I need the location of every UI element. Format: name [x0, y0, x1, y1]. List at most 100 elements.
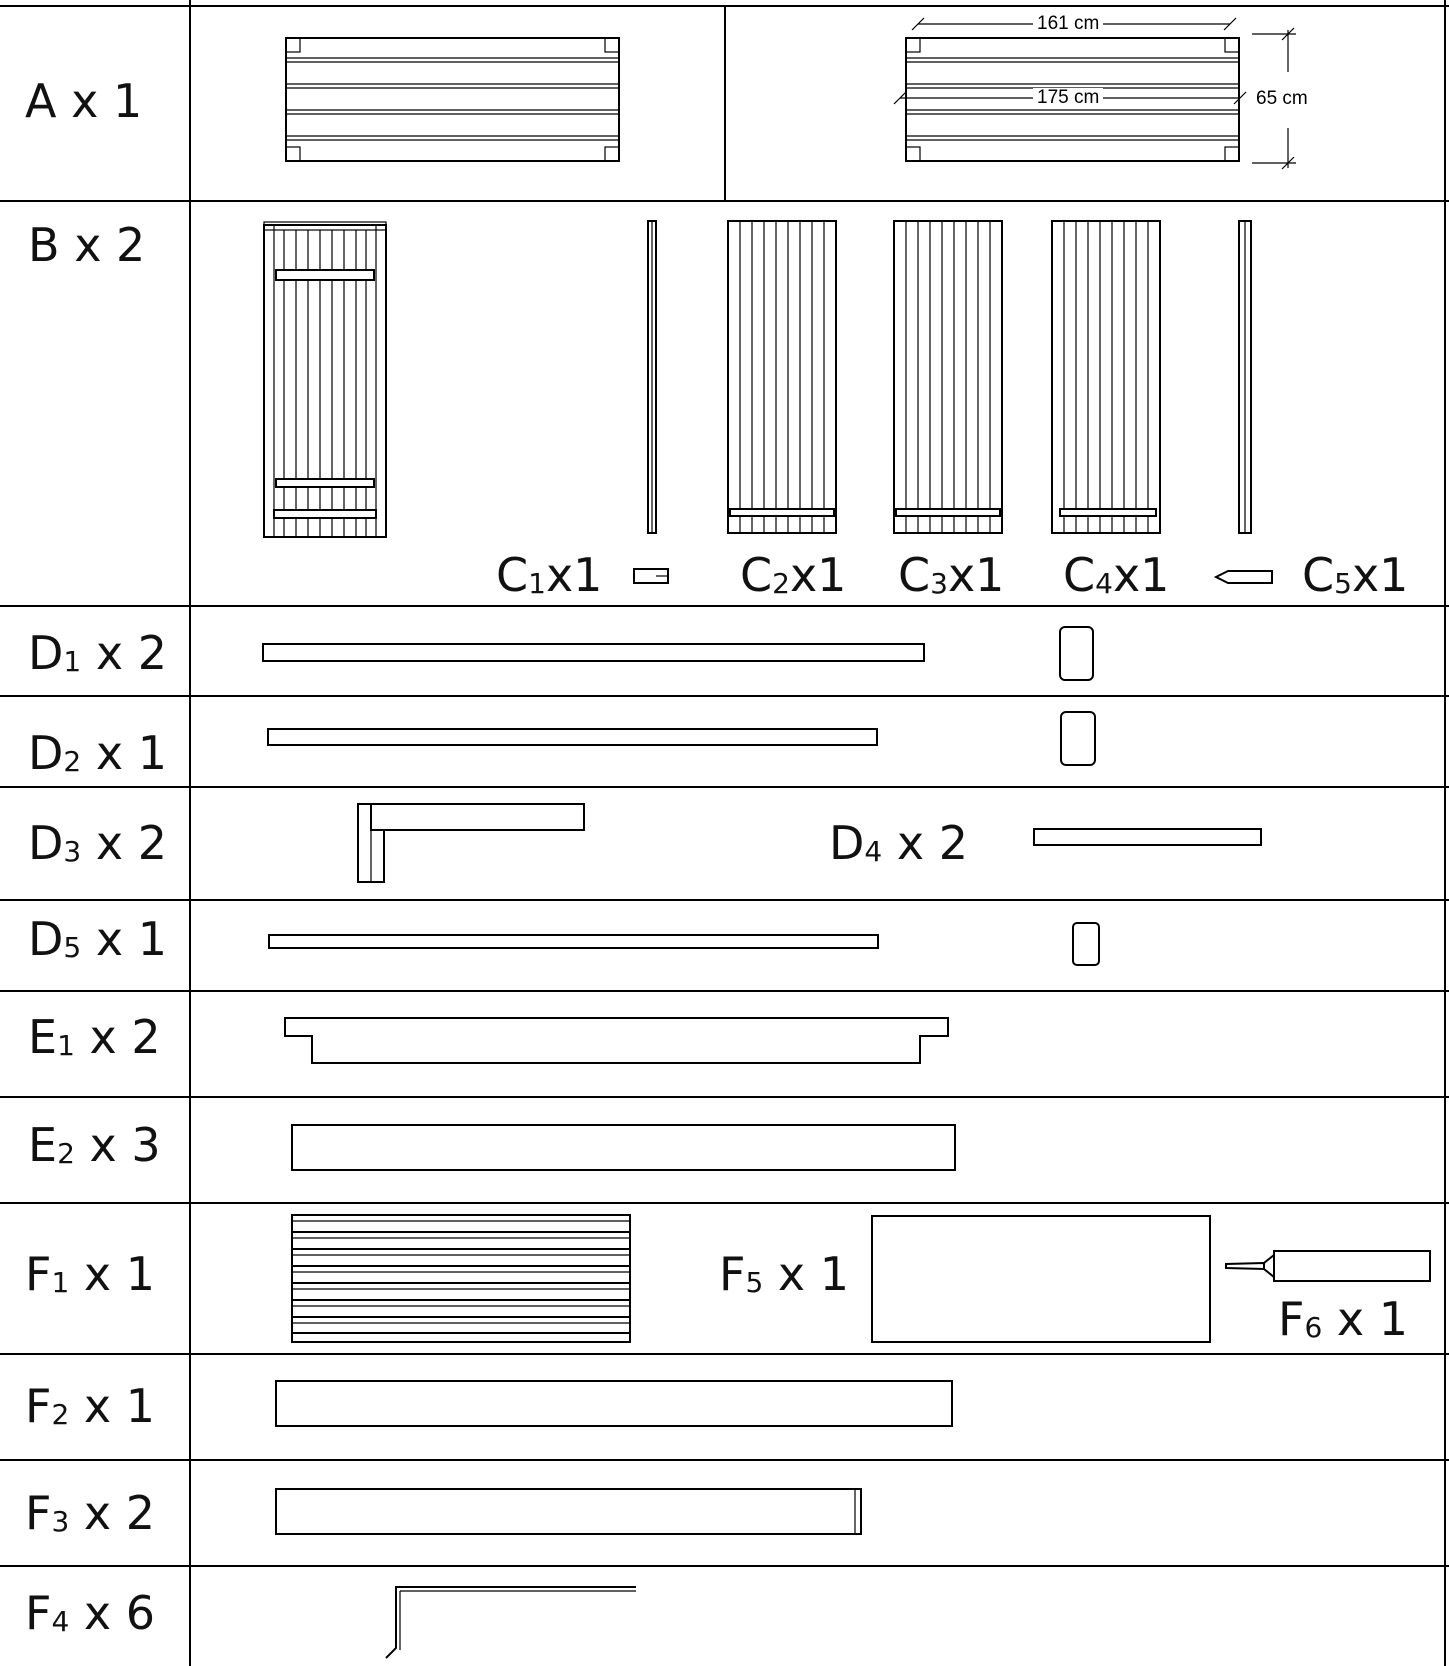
- part-quantity: x1: [789, 548, 847, 602]
- part-e1-drawing: [284, 1017, 949, 1064]
- part-c4-drawing: [1051, 220, 1161, 534]
- part-letter: C: [1302, 548, 1335, 602]
- part-subscript: 3: [51, 1505, 70, 1538]
- dimension-length-mid: 175 cm: [1033, 88, 1104, 107]
- part-letter: F: [1278, 1292, 1305, 1346]
- part-f4-drawing: [385, 1586, 636, 1659]
- part-letter: D: [28, 912, 64, 966]
- part-quantity: x1: [947, 548, 1005, 602]
- part-quantity: x 2: [83, 1486, 156, 1540]
- dimension-width: 65 cm: [1252, 89, 1312, 108]
- part-letter: C: [898, 548, 931, 602]
- part-letter: D: [28, 626, 64, 680]
- part-quantity: x1: [545, 548, 603, 602]
- part-d5-drawing: [268, 922, 1100, 966]
- part-c3-drawing: [893, 220, 1003, 534]
- part-subscript: 4: [1095, 567, 1113, 600]
- part-letter: F: [25, 1586, 52, 1640]
- part-subscript: 1: [63, 645, 82, 678]
- part-label-c3: C3x1: [898, 552, 1004, 598]
- part-quantity: x 1: [95, 912, 167, 966]
- part-d1-drawing: [262, 626, 1094, 681]
- part-subscript: 1: [57, 1029, 75, 1062]
- part-letter: D: [28, 726, 64, 780]
- part-letter: C: [740, 548, 773, 602]
- part-f3-drawing: [275, 1488, 862, 1535]
- part-label-e1: E1 x 2: [28, 1014, 161, 1060]
- part-label-f2: F2 x 1: [25, 1383, 155, 1429]
- part-label-d3: D3 x 2: [28, 820, 167, 866]
- part-letter: F: [719, 1247, 746, 1301]
- part-quantity: x 6: [83, 1586, 156, 1640]
- part-letter: F: [25, 1247, 52, 1301]
- part-quantity: x 1: [95, 726, 167, 780]
- part-letter: E: [28, 1010, 58, 1064]
- part-label-c2: C2x1: [740, 552, 846, 598]
- part-label-f4: F4 x 6: [25, 1590, 155, 1636]
- part-quantity: x1: [1112, 548, 1170, 602]
- part-label-d4: D4 x 2: [829, 820, 968, 866]
- part-subscript: 2: [51, 1398, 70, 1431]
- part-label-f3: F3 x 2: [25, 1490, 155, 1536]
- part-letter: F: [25, 1379, 52, 1433]
- part-label-d1: D1 x 2: [28, 630, 167, 676]
- part-letter: C: [1063, 548, 1096, 602]
- part-subscript: 2: [63, 745, 82, 778]
- part-letter: A: [25, 74, 57, 128]
- part-c5-drawing: [1213, 220, 1273, 584]
- part-label-a: A x 1: [25, 78, 142, 124]
- part-label-c5: C5x1: [1302, 552, 1408, 598]
- part-label-f6: F6 x 1: [1278, 1296, 1408, 1342]
- part-quantity: x 3: [89, 1118, 161, 1172]
- part-letter: D: [28, 816, 64, 870]
- part-label-f1: F1 x 1: [25, 1251, 155, 1297]
- part-f1-drawing: [291, 1214, 631, 1343]
- part-subscript: 2: [772, 567, 790, 600]
- part-f6-drawing: [1225, 1250, 1431, 1282]
- part-quantity: x 2: [74, 218, 146, 272]
- part-subscript: 4: [864, 835, 883, 868]
- part-label-b: B x 2: [28, 222, 145, 268]
- part-c1-drawing: [633, 220, 669, 584]
- part-quantity: x1: [1351, 548, 1409, 602]
- dimension-length-top: 161 cm: [1033, 14, 1104, 33]
- part-letter: E: [28, 1118, 58, 1172]
- part-label-c1: C1x1: [496, 552, 602, 598]
- part-d4-drawing: [1033, 828, 1262, 846]
- part-a-dimension-drawing: [893, 17, 1296, 170]
- part-quantity: x 2: [95, 626, 167, 680]
- part-c2-drawing: [727, 220, 837, 534]
- part-label-f5: F5 x 1: [719, 1251, 849, 1297]
- part-subscript: 3: [930, 567, 948, 600]
- part-e2-drawing: [291, 1124, 956, 1171]
- part-quantity: x 2: [89, 1010, 161, 1064]
- part-subscript: 6: [1304, 1311, 1323, 1344]
- part-f2-drawing: [275, 1380, 953, 1427]
- part-letter: F: [25, 1486, 52, 1540]
- part-d2-drawing: [267, 711, 1096, 766]
- part-subscript: 2: [57, 1137, 75, 1170]
- part-label-d2: D2 x 1: [28, 730, 167, 776]
- part-subscript: 5: [745, 1266, 764, 1299]
- part-quantity: x 2: [896, 816, 968, 870]
- part-quantity: x 1: [71, 74, 143, 128]
- part-quantity: x 1: [777, 1247, 850, 1301]
- part-letter: B: [28, 218, 60, 272]
- part-subscript: 3: [63, 835, 82, 868]
- part-subscript: 4: [51, 1605, 70, 1638]
- part-quantity: x 2: [95, 816, 167, 870]
- part-subscript: 1: [528, 567, 546, 600]
- part-subscript: 1: [51, 1266, 70, 1299]
- part-label-e2: E2 x 3: [28, 1122, 161, 1168]
- part-subscript: 5: [1334, 567, 1352, 600]
- part-f5-drawing: [871, 1215, 1211, 1343]
- part-quantity: x 1: [83, 1247, 156, 1301]
- part-d3-drawing: [357, 803, 585, 883]
- part-letter: D: [829, 816, 865, 870]
- part-subscript: 5: [63, 931, 82, 964]
- part-b-panel-drawing: [263, 221, 387, 538]
- part-label-d5: D5 x 1: [28, 916, 167, 962]
